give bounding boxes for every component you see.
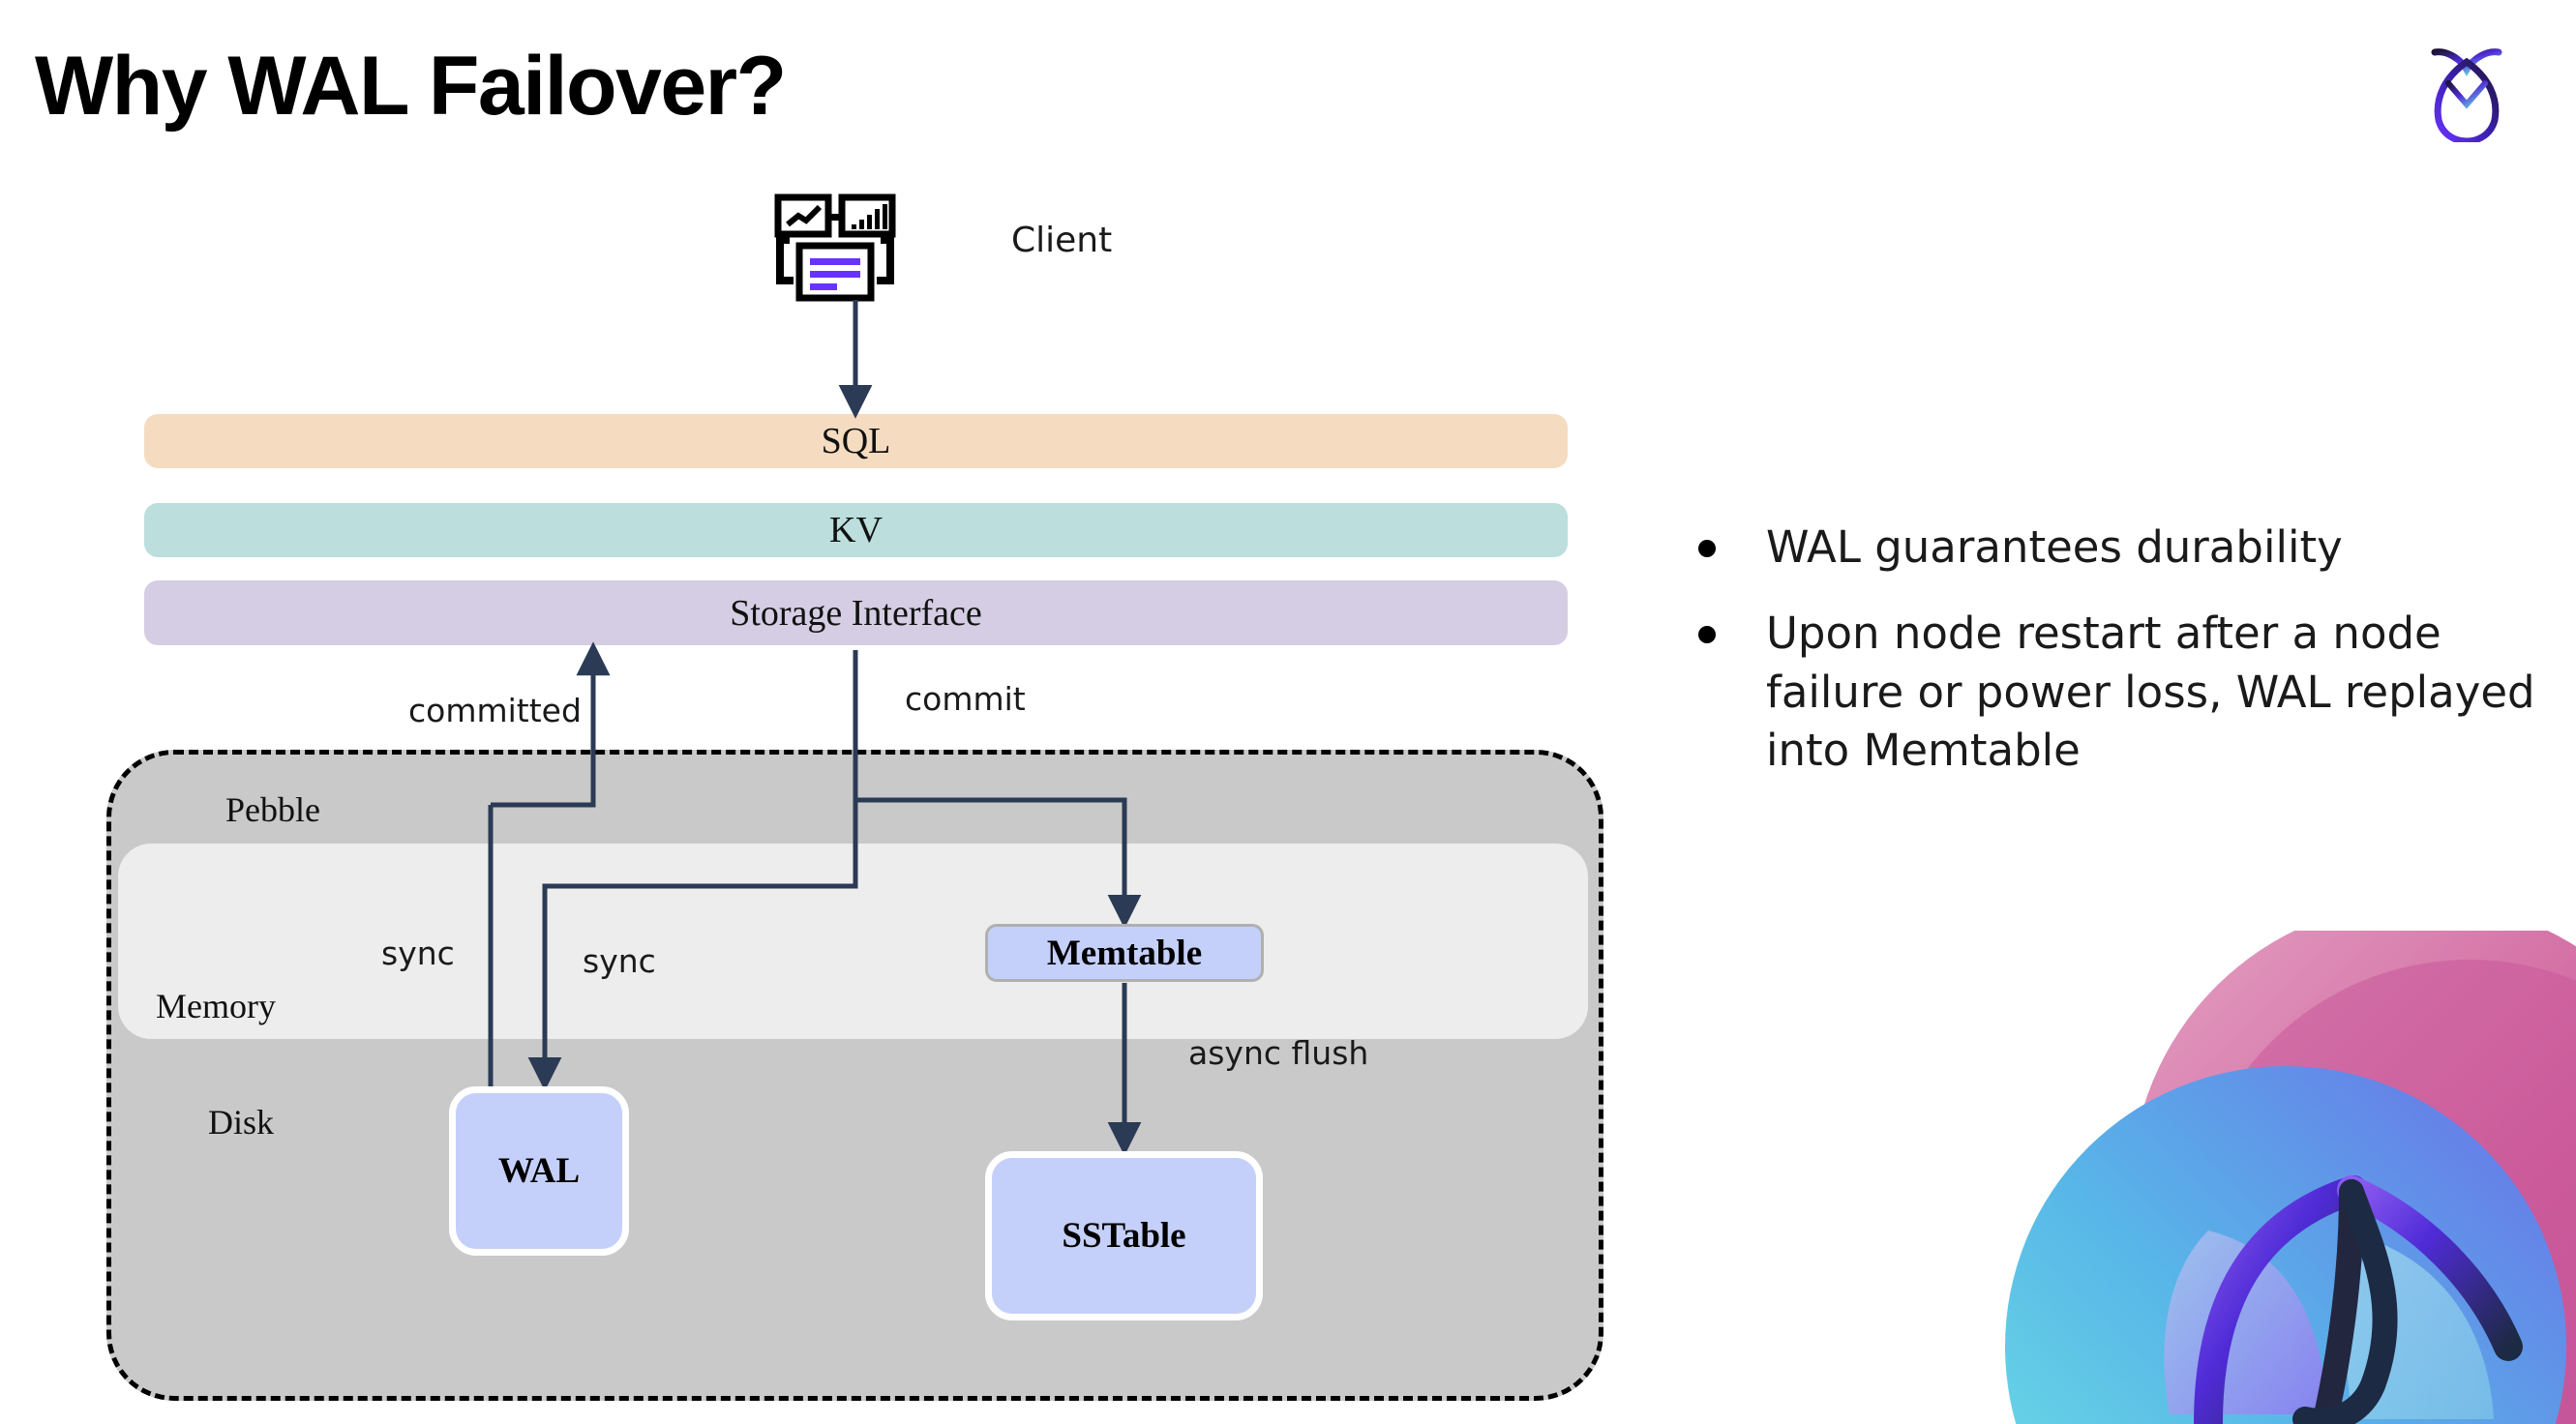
edge-label-async-flush: async flush	[1188, 1034, 1369, 1072]
bullet-text: Upon node restart after a node failure o…	[1766, 607, 2535, 777]
bullet-dot-icon	[1698, 540, 1716, 557]
edge-label-committed: committed	[408, 692, 582, 729]
bullet-text: WAL guarantees durability	[1766, 521, 2343, 573]
memory-label: Memory	[156, 987, 276, 1025]
node-sstable: SSTable	[985, 1151, 1263, 1320]
layer-bar-kv-label: KV	[829, 510, 883, 550]
bullet-dot-icon	[1698, 625, 1716, 643]
list-item: WAL guarantees durability	[1698, 519, 2540, 578]
layer-bar-storage-interface-label: Storage Interface	[730, 592, 982, 634]
bullet-list: WAL guarantees durability Upon node rest…	[1698, 519, 2540, 808]
memory-region	[118, 844, 1588, 1039]
edge-label-sync-up: sync	[381, 934, 455, 972]
page-title: Why WAL Failover?	[35, 40, 787, 133]
layer-bar-kv: KV	[144, 503, 1568, 557]
client-monitor-icon	[774, 193, 929, 319]
layer-bar-sql: SQL	[144, 414, 1568, 468]
edge-label-commit: commit	[905, 680, 1026, 718]
cockroachdb-watermark-icon	[1966, 931, 2576, 1424]
node-memtable-label: Memtable	[1046, 933, 1203, 973]
node-wal-label: WAL	[497, 1151, 581, 1191]
disk-label: Disk	[208, 1103, 275, 1142]
cockroachdb-logo-icon	[2413, 31, 2520, 145]
node-wal: WAL	[449, 1086, 629, 1256]
client-label: Client	[1011, 221, 1113, 260]
layer-bar-sql-label: SQL	[821, 421, 891, 461]
pebble-label: Pebble	[225, 790, 320, 829]
node-sstable-label: SSTable	[1062, 1216, 1186, 1256]
node-memtable: Memtable	[985, 924, 1264, 982]
layer-bar-storage-interface: Storage Interface	[144, 580, 1568, 645]
list-item: Upon node restart after a node failure o…	[1698, 605, 2540, 781]
edge-label-sync-down: sync	[583, 942, 656, 980]
